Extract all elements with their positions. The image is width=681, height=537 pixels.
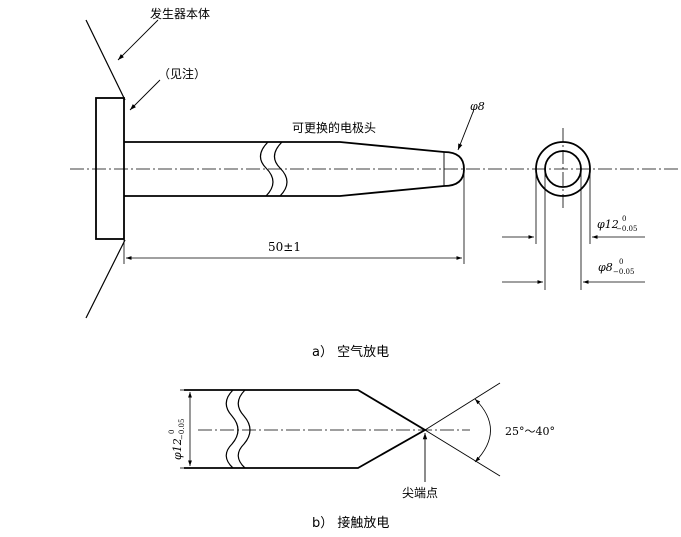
cone-line-lower	[424, 429, 501, 477]
cone-line-upper	[424, 382, 501, 431]
figure-a-air-discharge: 发生器本体 （见注） 可更换的电极头 φ8 50±1 φ12 0 −0.05 φ…	[70, 6, 678, 360]
dim-outer-diameter: φ12	[597, 218, 619, 231]
leader-see-note	[129, 79, 161, 111]
dim-contact-tol-lower: −0.05	[178, 419, 186, 440]
electrode-shaft-outline	[124, 141, 445, 197]
angle-arc	[474, 398, 491, 463]
dim-contact-tol-upper: 0	[168, 430, 176, 434]
shaft-break-symbol	[259, 141, 288, 197]
generator-body-upper-edge	[85, 19, 126, 101]
label-electrode-tip: 可更换的电极头	[292, 120, 376, 135]
label-generator-body: 发生器本体	[150, 6, 210, 21]
dim-outer-tol-lower: −0.05	[616, 225, 637, 233]
caption-a: a） 空气放电	[312, 344, 389, 360]
caption-b: b） 接触放电	[312, 515, 389, 531]
dim-contact-diameter: φ12	[171, 438, 184, 460]
dim-inner-diameter: φ8	[598, 261, 613, 274]
leader-tip-diameter	[457, 111, 474, 151]
contact-electrode-outline	[184, 389, 427, 469]
generator-body-lower-edge	[85, 239, 126, 319]
contact-shaft-break-symbol	[225, 389, 251, 469]
dim-outer-tol-upper: 0	[622, 215, 626, 223]
electrode-tip	[443, 151, 465, 187]
dim-tip-diameter: φ8	[470, 100, 485, 113]
generator-flange	[95, 97, 125, 240]
dim-inner-tol-upper: 0	[619, 258, 623, 266]
label-tip-point: 尖端点	[402, 486, 438, 500]
dim-inner-tol-lower: −0.05	[613, 268, 634, 276]
leader-generator-body	[117, 19, 159, 61]
dim-length: 50±1	[268, 240, 301, 254]
angle-label: 25°～40°	[505, 425, 555, 438]
figure-b-contact-discharge: 25°～40° φ12 0 −0.05 尖端点 b） 接触放电	[168, 382, 555, 531]
label-see-note: （见注）	[158, 66, 206, 81]
contact-dia-label-group: φ12 0 −0.05	[168, 419, 186, 460]
